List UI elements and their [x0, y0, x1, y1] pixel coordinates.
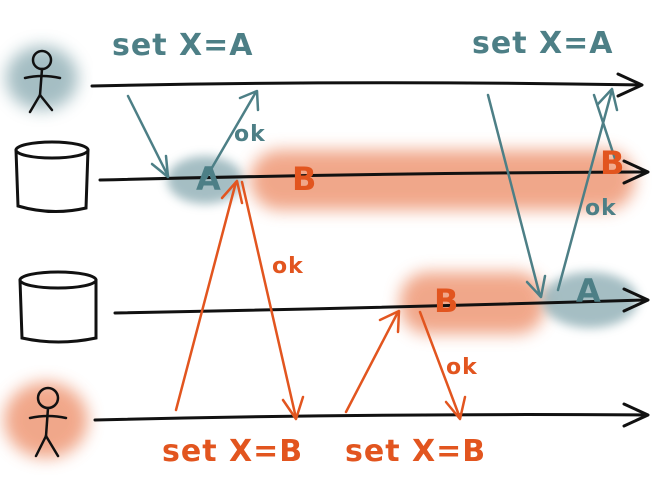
arrow-ack-replica-1-to-client-b	[240, 180, 298, 420]
replica-1-value-b-late: B	[600, 144, 626, 182]
bottom-write-label-right: set X=B	[345, 434, 487, 469]
top-write-label-left: set X=A	[112, 28, 254, 63]
replica-1-value-a: A	[196, 160, 222, 198]
ack-label-top-right: ok	[585, 196, 617, 221]
stick-figure-icon	[23, 49, 62, 114]
replica-1-value-b-haze	[250, 150, 635, 210]
arrow-ack-replica-2-to-client-b-head	[444, 395, 467, 421]
replica-2-value-b: B	[434, 282, 460, 320]
arrow-write-a-to-replica-1-head	[150, 154, 170, 179]
replica-2-value-a: A	[576, 272, 602, 310]
bottom-write-label-left: set X=B	[162, 434, 304, 469]
replica-2-value-b-haze	[400, 272, 545, 334]
arrow-write-b-to-replica-2-head	[378, 309, 401, 334]
arrow-write-a-to-replica-1-late	[592, 93, 620, 170]
arrow-write-b-to-replica-1	[174, 180, 238, 412]
replica-1-value-b: B	[292, 160, 318, 198]
timeline-bottom-client-arrowhead	[622, 402, 650, 428]
timeline-bottom-client	[93, 413, 647, 422]
arrow-write-a-to-replica-2-head	[525, 274, 547, 299]
timeline-top-client-arrowhead	[616, 72, 644, 98]
arrow-ack-replica-2-to-client-b	[418, 310, 462, 420]
ack-label-top-left: ok	[234, 122, 266, 147]
database-cylinder-icon	[14, 140, 90, 214]
database-cylinder-icon	[18, 270, 98, 344]
arrow-ack-replica-2-to-client-head	[596, 87, 619, 112]
arrow-write-a-to-replica-2	[486, 93, 542, 298]
arrow-ack-replica-1-to-client-head	[238, 89, 260, 112]
stick-figure-icon	[28, 386, 68, 458]
top-write-label-right: set X=A	[472, 26, 614, 61]
timeline-replica-2	[113, 298, 647, 315]
ack-label-mid: ok	[272, 254, 304, 279]
arrow-write-b-to-replica-2	[344, 310, 400, 414]
timeline-replica-1	[98, 170, 647, 182]
replica-2-value-a-haze	[542, 272, 638, 328]
timeline-replica-2-arrowhead	[622, 287, 650, 313]
ack-label-bottom: ok	[446, 355, 478, 380]
replica-1-value-a-haze	[167, 156, 243, 204]
arrow-ack-replica-1-to-client-b-head	[281, 395, 305, 421]
arrow-write-a-to-replica-1	[126, 94, 170, 178]
arrow-write-b-to-replica-1-head	[220, 179, 244, 205]
timeline-replica-1-arrowhead	[622, 159, 650, 185]
timeline-top-client	[90, 81, 642, 88]
arrow-ack-replica-1-to-client	[204, 90, 258, 180]
